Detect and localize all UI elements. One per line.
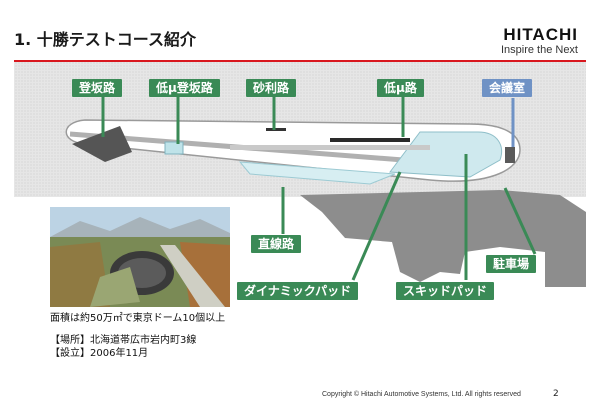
connector-dynamic-pad — [351, 171, 402, 281]
parking-area — [300, 190, 586, 287]
page-number: 2 — [553, 389, 559, 399]
label-slope: 登坂路 — [72, 79, 123, 97]
label-gravel: 砂利路 — [246, 79, 297, 97]
aerial-photo — [50, 207, 230, 307]
label-parking: 駐車場 — [486, 255, 537, 273]
logo-tagline: Inspire the Next — [500, 44, 578, 56]
logo-brand: HITACHI — [503, 25, 578, 44]
connector-parking — [503, 187, 537, 255]
label-skid-pad: スキッドパッド — [396, 282, 495, 300]
test-strip-gray — [230, 145, 430, 150]
copyright: Copyright © Hitachi Automotive Systems, … — [322, 391, 521, 398]
label-meeting-room: 会議室 — [482, 79, 533, 97]
test-course-map — [14, 62, 586, 287]
caption-location: 【場所】北海道帯広市岩内町3線 — [50, 335, 197, 346]
gravel-strip — [266, 128, 286, 131]
label-low-mu: 低μ路 — [377, 79, 424, 97]
label-low-mu-slope: 低μ登坂路 — [149, 79, 220, 97]
caption-area: 面積は約50万㎡で東京ドーム10個以上 — [50, 313, 226, 324]
hitachi-logo: HITACHI Inspire the Next — [501, 26, 578, 57]
test-strip-black — [330, 138, 410, 142]
title-divider — [14, 60, 586, 62]
low-mu-slope-surface — [164, 141, 184, 155]
skid-pad-surface — [389, 131, 502, 178]
label-straight: 直線路 — [251, 235, 302, 253]
caption-established: 【設立】2006年11月 — [50, 348, 149, 359]
label-dynamic-pad: ダイナミックパッド — [237, 282, 359, 300]
dynamic-pad-surface — [238, 161, 396, 185]
slide-title: 1. 十勝テストコース紹介 — [14, 30, 196, 49]
meeting-room-building — [505, 147, 515, 163]
slope-area — [72, 126, 132, 162]
